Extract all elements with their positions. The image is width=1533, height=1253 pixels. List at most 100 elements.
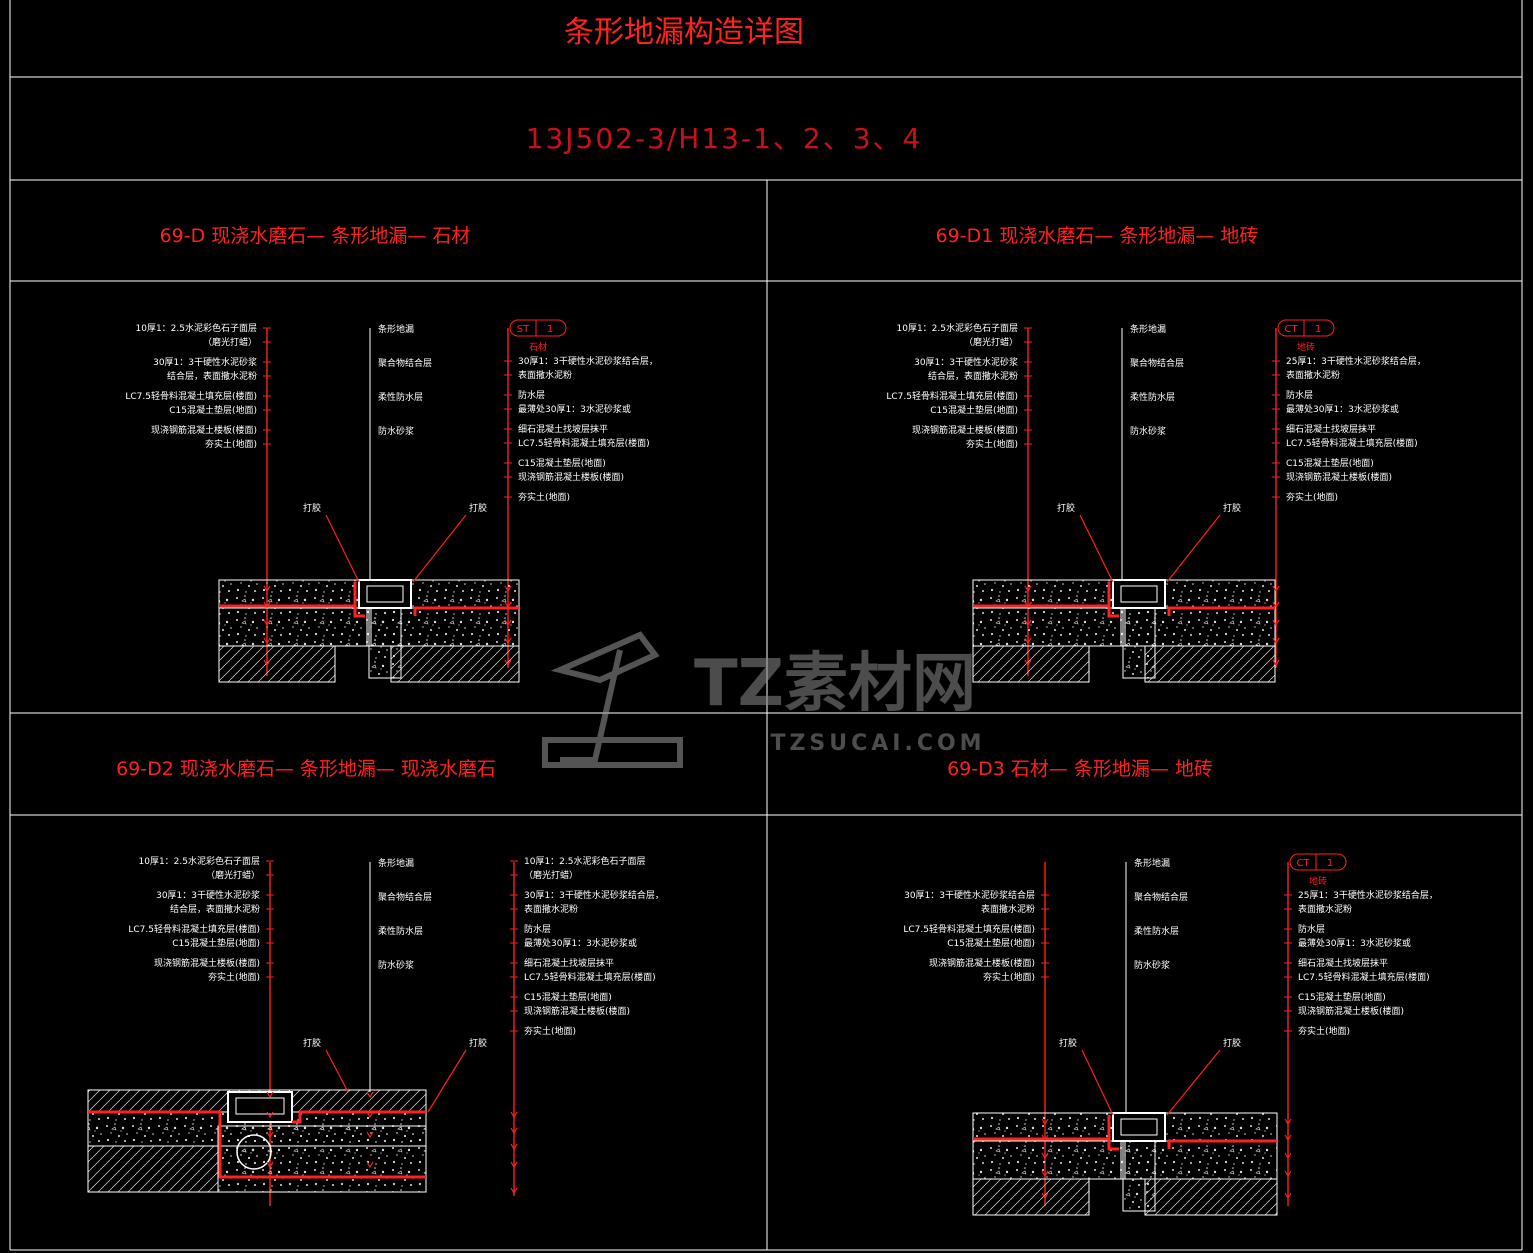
leader-arrow: [263, 585, 271, 593]
leader-arrow: [366, 1091, 374, 1099]
leader-arrow: [366, 1131, 374, 1139]
right-callout-text: 现浇钢筋混凝土楼板(楼面): [1298, 1005, 1404, 1017]
left-callout-text: 结合层，表面撒水泥粉: [170, 903, 260, 915]
material-tag-right-number: 1: [1315, 324, 1321, 335]
left-callout-text: 10厚1：2.5水泥彩色石子面层: [136, 322, 258, 334]
sheet-title: 条形地漏构造详图: [564, 15, 804, 50]
mid-callout-text: 聚合物结合层: [1130, 357, 1184, 369]
right-callout-text: 30厚1：3干硬性水泥砂浆结合层，: [518, 355, 658, 367]
leader-arrow: [510, 1187, 518, 1195]
right-callout-text: 10厚1：2.5水泥彩色石子面层: [524, 855, 646, 867]
leader-arrow: [1284, 1170, 1292, 1178]
mid-callout-text: 防水砂浆: [378, 959, 414, 971]
right-callout-text: 最薄处30厚1：3水泥砂浆或: [1286, 403, 1399, 415]
left-callout-text: （磨光打蜡）: [964, 336, 1018, 348]
right-callout-text: 防水层: [524, 923, 551, 935]
filler-layer: [972, 579, 1126, 647]
seal-leader: [1079, 514, 1114, 583]
mid-callout-text: 柔性防水层: [378, 925, 423, 937]
left-callout-text: 结合层，表面撒水泥粉: [167, 370, 257, 382]
leader-arrow: [1284, 1192, 1292, 1200]
slab-layer: [218, 645, 336, 683]
material-tag-right-letters: CT: [1296, 858, 1310, 869]
right-callout-text: 夯实土(地面): [1286, 491, 1338, 503]
mid-callout-text: 柔性防水层: [1134, 925, 1179, 937]
left-callout-text: C15混凝土垫层(地面): [947, 937, 1035, 949]
right-callout-text: 25厚1：3干硬性水泥砂浆结合层，: [1286, 355, 1426, 367]
leader-arrow: [1024, 659, 1032, 667]
watermark-url: TZSUCAI.COM: [770, 731, 985, 756]
seal-leader: [1166, 514, 1221, 583]
drain-grate: [366, 585, 404, 603]
seal-label: 打胶: [303, 502, 321, 514]
left-callout-text: C15混凝土垫层(地面): [169, 404, 257, 416]
seal-label: 打胶: [1059, 1037, 1077, 1049]
drain-pipe: [1122, 607, 1156, 679]
left-callout-text: 30厚1：3干硬性水泥砂浆: [914, 356, 1018, 368]
waterproof-membrane: [88, 1110, 426, 1179]
right-callout-text: 细石混凝土找坡层抹平: [524, 957, 614, 969]
drain-pipe: [1122, 1140, 1156, 1212]
left-callout-text: C15混凝土垫层(地面): [930, 404, 1018, 416]
leader-arrow: [1284, 1118, 1292, 1126]
right-callout-text: 表面撒水泥粉: [1298, 903, 1352, 915]
mid-callout-text: 防水砂浆: [1130, 425, 1166, 437]
leader-arrow: [366, 1111, 374, 1119]
material-tag-right-number: 1: [1327, 858, 1333, 869]
mid-callout-text: 柔性防水层: [378, 391, 423, 403]
mid-callout-text: 条形地漏: [378, 857, 414, 869]
leader-arrow: [1041, 1170, 1049, 1178]
leader-arrow: [1272, 619, 1280, 627]
watermark-logo-icon: [542, 631, 683, 768]
mid-callout-text: 柔性防水层: [1130, 391, 1175, 403]
leader-arrow: [366, 1161, 374, 1169]
seal-label: 打胶: [469, 1037, 487, 1049]
drain-grate: [235, 1097, 285, 1115]
mid-callout-text: 聚合物结合层: [378, 891, 432, 903]
panel-title-69-d3: 69-D3 石材— 条形地漏— 地砖: [947, 758, 1213, 780]
right-callout-text: 细石混凝土找坡层抹平: [1286, 423, 1376, 435]
right-callout-text: 最薄处30厚1：3水泥砂浆或: [524, 937, 637, 949]
left-callout-text: LC7.5轻骨料混凝土填充层(楼面): [886, 390, 1018, 402]
seal-leader: [1081, 1049, 1114, 1116]
mid-callout-text: 防水砂浆: [1134, 959, 1170, 971]
right-callout-text: 现浇钢筋混凝土楼板(楼面): [524, 1005, 630, 1017]
leader-arrow: [1024, 585, 1032, 593]
leader-arrow: [263, 637, 271, 645]
right-callout-text: LC7.5轻骨料混凝土填充层(楼面): [1298, 971, 1430, 983]
left-callout-text: 现浇钢筋混凝土楼板(楼面): [929, 957, 1035, 969]
material-tag-right-number: 1: [547, 324, 553, 335]
leader-arrow: [504, 619, 512, 627]
leader-arrow: [1041, 1134, 1049, 1142]
slab-layer: [972, 645, 1090, 683]
slab-layer: [390, 645, 520, 683]
material-tag-right-letters: ST: [517, 324, 530, 335]
drain-grate: [1120, 585, 1158, 603]
left-callout-text: 30厚1：3干硬性水泥砂浆: [153, 356, 257, 368]
material-tag-right-outline: [1289, 853, 1347, 871]
seal-label: 打胶: [1223, 502, 1241, 514]
watermark-brand: TZ素材网: [694, 647, 976, 721]
filler-layer: [972, 1112, 1126, 1180]
left-callout-text: LC7.5轻骨料混凝土填充层(楼面): [125, 390, 257, 402]
mid-callout-text: 条形地漏: [1130, 323, 1166, 335]
leader-arrow: [266, 1091, 274, 1099]
left-callout-text: （磨光打蜡）: [203, 336, 257, 348]
left-callout-text: LC7.5轻骨料混凝土填充层(楼面): [903, 923, 1035, 935]
leader-arrow: [1284, 1134, 1292, 1142]
leader-arrow: [504, 637, 512, 645]
seal-label: 打胶: [303, 1037, 321, 1049]
left-callout-text: 夯实土(地面): [983, 971, 1035, 983]
sheet-code: 13J502-3/H13-1、2、3、4: [526, 122, 923, 155]
right-callout-text: C15混凝土垫层(地面): [1298, 991, 1386, 1003]
leader-arrow: [1041, 1192, 1049, 1200]
mid-callout-text: 聚合物结合层: [1134, 891, 1188, 903]
waterproof-membrane: [1107, 1115, 1119, 1151]
slab-layer: [87, 1145, 219, 1193]
seal-label: 打胶: [469, 502, 487, 514]
mid-callout-text: 防水砂浆: [378, 425, 414, 437]
right-callout-text: 最薄处30厚1：3水泥砂浆或: [518, 403, 631, 415]
drain-grate: [1120, 1118, 1158, 1136]
seal-leader: [412, 514, 467, 583]
